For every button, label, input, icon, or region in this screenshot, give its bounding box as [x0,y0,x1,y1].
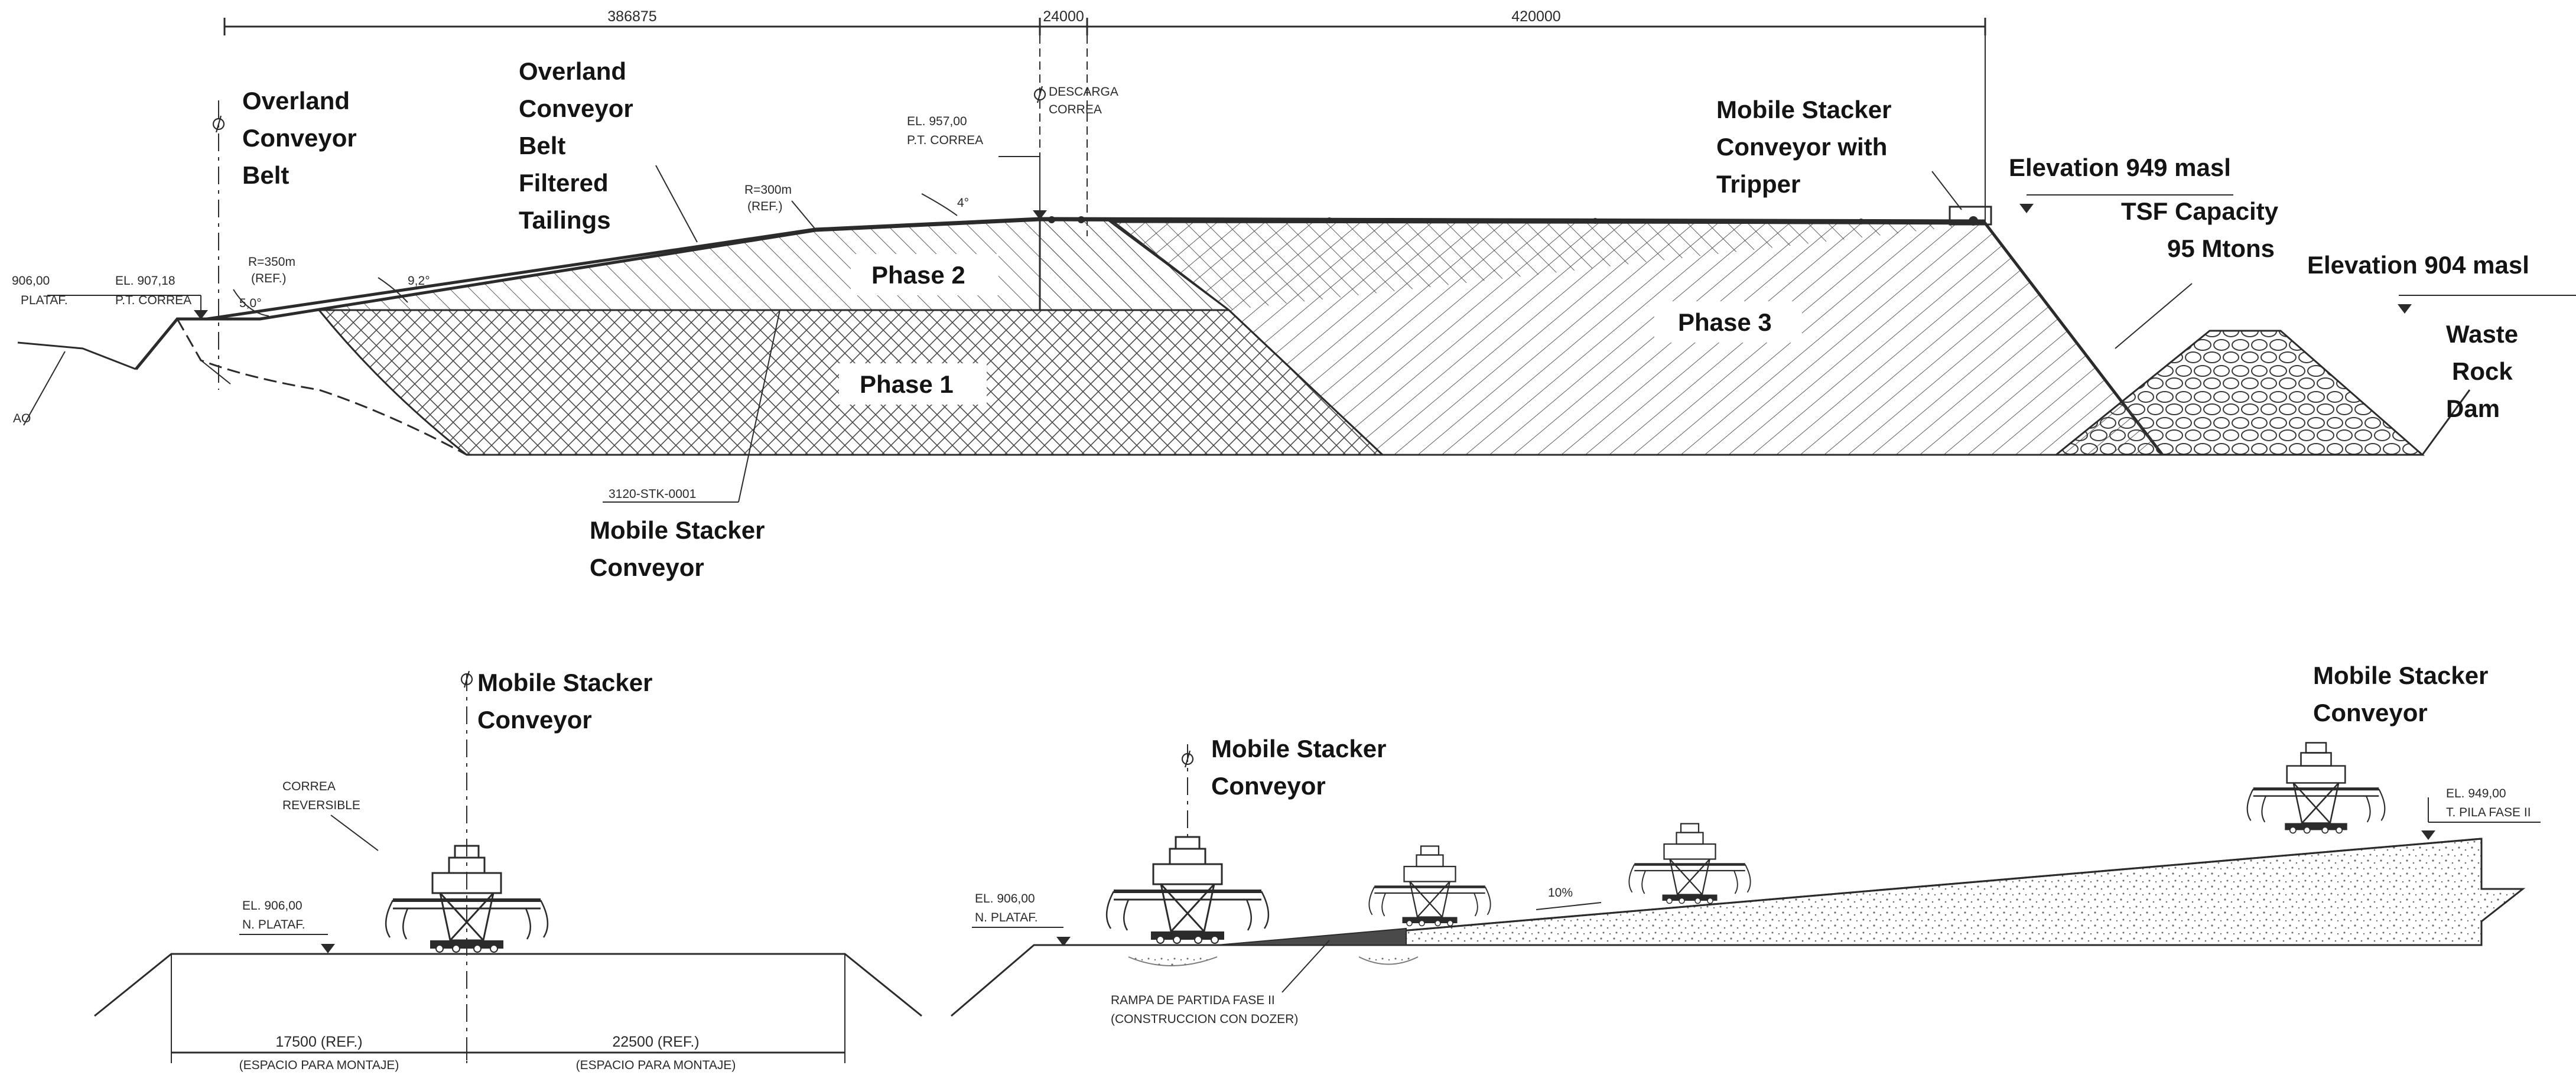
mobile-stacker-bottom-right-label: Mobile Stacker Conveyor [2313,662,2495,727]
overland-filtered-tailings-label: Overland Conveyor Belt Filtered Tailings [519,57,640,234]
dimension-386875: 386875 [607,8,656,25]
elevation-949-label: Elevation 949 masl [2009,154,2231,181]
svg-text:AO: AO [13,412,31,425]
elevation-marker [321,944,335,953]
svg-text:N. PLATAF.: N. PLATAF. [975,911,1038,924]
centerline-symbol [1033,85,1046,104]
waste-rock-dam-label: Waste Rock Dam [2446,320,2525,422]
svg-text:9,2°: 9,2° [408,274,430,288]
svg-text:N. PLATAF.: N. PLATAF. [242,918,305,931]
tsf-capacity-label: TSF Capacity 95 Mtons [2121,197,2285,262]
mobile-stacker-machine [386,846,548,952]
elevation-904-label: Elevation 904 masl [2307,251,2529,279]
dimension-420000: 420000 [1511,8,1560,25]
svg-text:(REF.): (REF.) [251,272,287,285]
waste-rock-dam [2053,330,2425,456]
mobile-stacker-machine [1629,824,1750,904]
mobile-stacker-machine [1369,846,1490,926]
elevation-marker [2019,204,2034,213]
svg-text:PLATAF.: PLATAF. [21,294,68,307]
mobile-stacker-machine [2248,743,2385,833]
tsf-profile-section [17,85,2576,503]
mobile-stacker-bottom-mid-label: Mobile Stacker Conveyor [1211,735,1393,800]
svg-text:CORREA: CORREA [1049,103,1102,116]
svg-text:(ESPACIO PARA MONTAJE): (ESPACIO PARA MONTAJE) [576,1058,736,1072]
phase-3-label: Phase 3 [1678,308,1772,336]
starting-ramp [1217,927,1407,946]
centerline-symbol [212,115,225,133]
svg-text:(ESPACIO PARA MONTAJE): (ESPACIO PARA MONTAJE) [239,1058,399,1072]
overland-conveyor-belt-label: Overland Conveyor Belt [242,87,363,189]
centerline-symbol [460,670,473,689]
svg-text:REVERSIBLE: REVERSIBLE [282,799,360,812]
phase-1-label: Phase 1 [860,370,954,398]
dimension-22500: 22500 (REF.) [612,1034,699,1050]
mobile-stacker-machine [1107,837,1269,943]
svg-text:RAMPA DE PARTIDA FASE II: RAMPA DE PARTIDA FASE II [1111,993,1275,1007]
svg-text:(CONSTRUCCION CON DOZER): (CONSTRUCCION CON DOZER) [1111,1012,1298,1026]
dimension-17500: 17500 (REF.) [275,1034,362,1050]
phase-2-label: Phase 2 [871,261,965,289]
elevation-marker [2421,830,2435,840]
tripper-rollers [1048,206,1992,226]
slope-10-percent: 10% [1548,886,1573,900]
top-dimension-line: 386875 24000 420000 [223,8,1986,236]
svg-text:4°: 4° [957,196,969,210]
svg-text:EL. 957,00: EL. 957,00 [907,115,967,128]
cross-section-view: 17500 (REF.) 22500 (REF.) (ESPACIO PARA … [94,669,922,1072]
mobile-stacker-section-label: Mobile Stacker Conveyor [590,516,772,581]
svg-text:DESCARGA: DESCARGA [1049,85,1118,99]
svg-text:CORREA: CORREA [282,780,336,793]
mobile-stacker-tripper-label: Mobile Stacker Conveyor with Tripper [1716,96,1898,198]
svg-text:EL. 907,18: EL. 907,18 [115,274,175,288]
longitudinal-profile-view: EL. 906,00 N. PLATAF. RAMPA DE PARTIDA F… [951,662,2541,1026]
svg-text:EL. 906,00: EL. 906,00 [242,899,303,913]
top-cad-notes: 906,00 PLATAF. EL. 907,18 P.T. CORREA R=… [12,85,1118,503]
elevation-marker [2398,304,2412,314]
centerline-symbol [1181,750,1194,768]
svg-text:EL. 949,00: EL. 949,00 [2446,787,2506,800]
svg-text:(REF.): (REF.) [747,200,783,213]
svg-text:906,00: 906,00 [12,274,50,288]
mobile-stacker-bottom-left-label: Mobile Stacker Conveyor [477,669,659,734]
dimension-24000: 24000 [1043,8,1084,25]
svg-text:T. PILA FASE II: T. PILA FASE II [2446,806,2531,819]
svg-text:R=350m: R=350m [248,255,295,269]
svg-text:P.T. CORREA: P.T. CORREA [115,294,191,307]
svg-text:R=300m: R=300m [744,183,792,197]
svg-text:5,0°: 5,0° [239,297,262,310]
svg-text:P.T. CORREA: P.T. CORREA [907,133,983,147]
svg-text:EL. 906,00: EL. 906,00 [975,892,1035,905]
stk-code: 3120-STK-0001 [609,487,696,501]
top-labels: Overland Conveyor Belt Overland Conveyor… [242,57,2529,581]
